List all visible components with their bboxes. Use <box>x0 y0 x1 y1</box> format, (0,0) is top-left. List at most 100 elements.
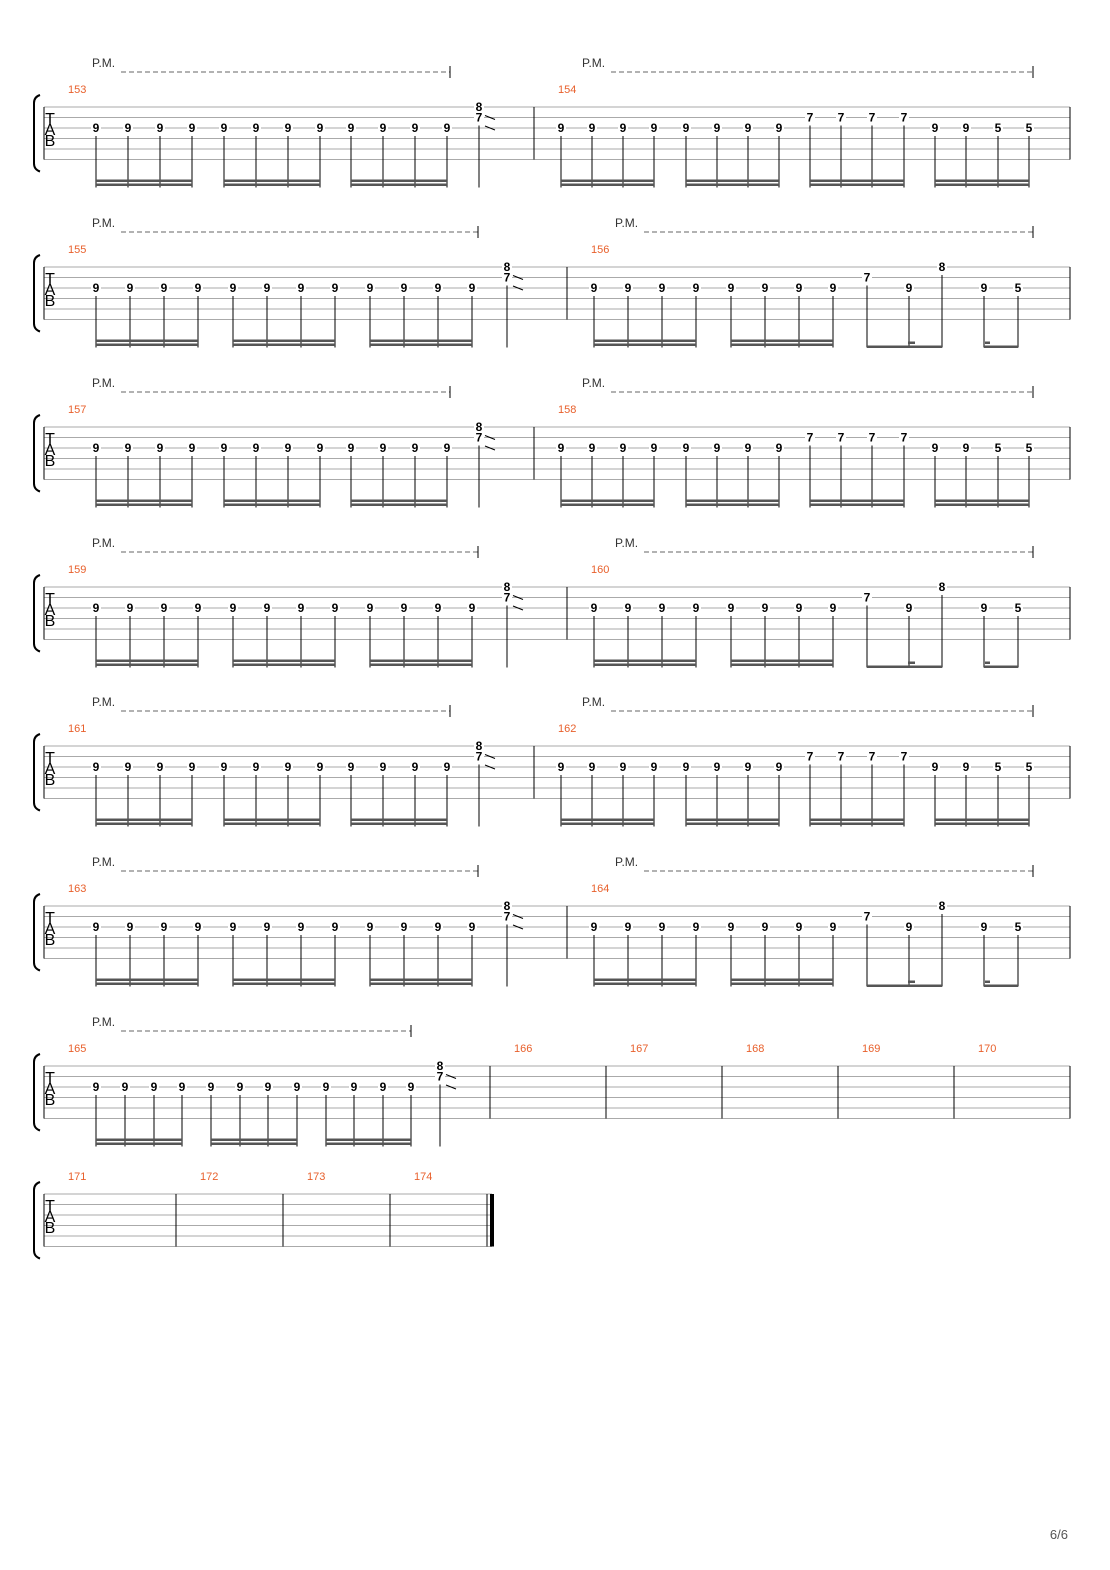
measure-number: 166 <box>514 1043 532 1055</box>
fret-number: 9 <box>323 1080 330 1094</box>
fret-bg <box>91 921 101 933</box>
palm-mute-label: P.M. <box>92 855 115 869</box>
fret-bg <box>315 761 325 773</box>
fret-bg <box>125 282 135 294</box>
fret-bg <box>805 111 815 124</box>
tab-clef-letter: A <box>45 921 56 938</box>
fret-bg <box>155 442 165 454</box>
fret-number: 9 <box>762 281 769 295</box>
beam-primary <box>561 179 654 182</box>
fret-number: 9 <box>796 281 803 295</box>
fret-number: 7 <box>504 910 511 924</box>
beam-primary <box>96 339 198 342</box>
fret-bg <box>618 122 628 134</box>
beam-secondary <box>810 822 904 825</box>
fret-bg <box>774 122 784 134</box>
fret-bg <box>91 1081 101 1093</box>
beam-primary <box>96 499 192 502</box>
beam-primary <box>370 339 472 342</box>
fret-bg <box>587 122 597 134</box>
palm-mute-label: P.M. <box>615 855 638 869</box>
measure-number: 168 <box>746 1043 764 1055</box>
beam-secondary <box>731 663 833 666</box>
fret-bg <box>365 282 375 294</box>
slide-mark <box>484 115 496 120</box>
fret-bg <box>862 271 872 284</box>
fret-number: 9 <box>830 281 837 295</box>
fret-number: 7 <box>869 750 876 764</box>
fret-number: 9 <box>683 760 690 774</box>
fret-number: 9 <box>161 920 168 934</box>
fret-bg <box>123 122 133 134</box>
slide-mark <box>512 605 524 611</box>
fret-bg <box>378 761 388 773</box>
fret-number: 9 <box>401 281 408 295</box>
beam-partial <box>908 980 915 983</box>
fret-bg <box>726 282 736 294</box>
fret-bg <box>899 111 909 124</box>
fret-bg <box>587 761 597 773</box>
fret-number: 9 <box>591 920 598 934</box>
fret-number: 9 <box>981 920 988 934</box>
fret-bg <box>774 761 784 773</box>
fret-bg <box>743 122 753 134</box>
fret-bg <box>712 761 722 773</box>
measure-number: 158 <box>558 404 576 416</box>
fret-number: 5 <box>995 760 1002 774</box>
system-bracket <box>33 574 41 653</box>
fret-number: 9 <box>651 760 658 774</box>
fret-bg <box>378 1081 388 1093</box>
beam-secondary <box>370 982 472 985</box>
fret-bg <box>1024 761 1034 773</box>
fret-number: 7 <box>807 750 814 764</box>
fret-number: 9 <box>380 441 387 455</box>
beam-secondary <box>561 822 654 825</box>
fret-bg <box>937 900 947 912</box>
palm-mute-label: P.M. <box>582 695 605 709</box>
palm-mute-label: P.M. <box>582 376 605 390</box>
fret-bg <box>649 761 659 773</box>
beam-secondary <box>224 183 320 186</box>
fret-bg <box>979 921 989 933</box>
fret-number: 9 <box>401 920 408 934</box>
measure-number: 156 <box>591 244 609 256</box>
beam-partial <box>908 661 915 664</box>
fret-number: 9 <box>332 281 339 295</box>
fret-bg <box>283 122 293 134</box>
fret-bg <box>283 442 293 454</box>
fret-number: 9 <box>620 760 627 774</box>
fret-bg <box>283 761 293 773</box>
fret-bg <box>296 282 306 294</box>
fret-number: 7 <box>838 111 845 125</box>
fret-number: 9 <box>651 121 658 135</box>
slide-mark <box>484 435 496 440</box>
fret-number: 9 <box>125 441 132 455</box>
fret-number: 5 <box>1015 920 1022 934</box>
fret-bg <box>219 761 229 773</box>
tab-clef-letter: A <box>45 1209 56 1226</box>
beam-secondary <box>594 982 696 985</box>
fret-bg <box>993 122 1003 134</box>
fret-bg <box>433 921 443 933</box>
fret-number: 9 <box>625 281 632 295</box>
beam-primary <box>935 818 1029 821</box>
fret-number: 9 <box>122 1080 129 1094</box>
fret-bg <box>155 122 165 134</box>
fret-bg <box>177 1081 187 1093</box>
fret-number: 9 <box>253 760 260 774</box>
beam-secondary <box>351 822 447 825</box>
fret-bg <box>828 602 838 614</box>
slide-mark <box>512 285 524 291</box>
fret-bg <box>91 442 101 454</box>
fret-number: 9 <box>157 121 164 135</box>
tab-clef-letter: A <box>45 602 56 619</box>
fret-number: 5 <box>1026 760 1033 774</box>
fret-number: 9 <box>230 601 237 615</box>
fret-number: 7 <box>807 431 814 445</box>
fret-bg <box>263 1081 273 1093</box>
fret-number: 9 <box>151 1080 158 1094</box>
fret-bg <box>805 431 815 444</box>
beam-primary <box>233 978 335 981</box>
fret-bg <box>502 581 512 593</box>
